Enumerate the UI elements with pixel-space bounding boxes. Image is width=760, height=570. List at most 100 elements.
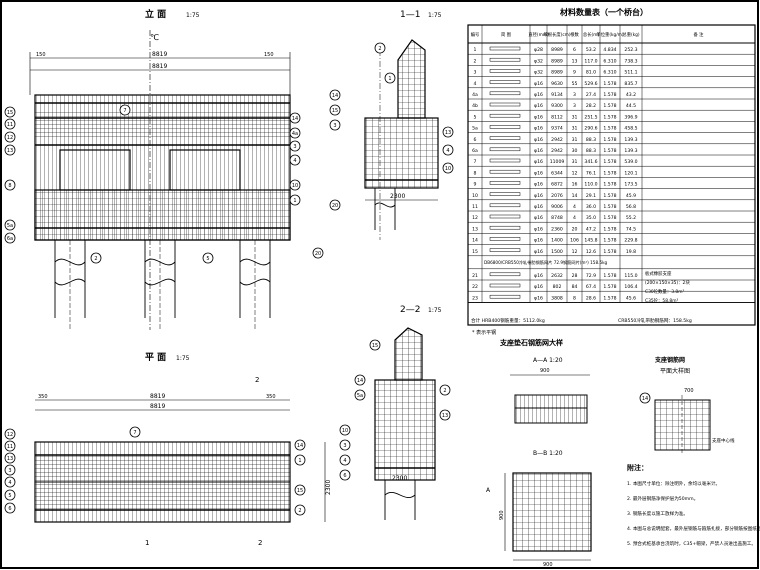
table-cell: 13 bbox=[472, 226, 478, 232]
table-cell: 106 bbox=[570, 238, 579, 244]
table-cell: 6344 bbox=[551, 170, 563, 176]
pad-aa-label: A—A 1:20 bbox=[533, 357, 563, 364]
table-cell: 251.5 bbox=[584, 114, 597, 120]
svg-text:10: 10 bbox=[342, 428, 348, 434]
svg-text:15: 15 bbox=[297, 488, 303, 494]
table-cell: φ16 bbox=[534, 284, 543, 290]
pad-bb-label: B—B 1:20 bbox=[533, 450, 563, 457]
table-cell: φ16 bbox=[534, 295, 543, 301]
notes: 附注： 1. 本图尺寸单位：除注明外，余均以毫米计。2. 最外层钢筋净保护层为5… bbox=[627, 463, 760, 547]
table-cell: 56.8 bbox=[626, 204, 636, 210]
table-cell: 16 bbox=[572, 182, 578, 188]
svg-text:14: 14 bbox=[357, 378, 363, 384]
rebar-sketch bbox=[489, 237, 521, 241]
table-cell: 31 bbox=[572, 137, 578, 143]
rebar-sketch bbox=[489, 57, 521, 62]
pad-dim-top: 900 bbox=[540, 368, 550, 374]
svg-text:3: 3 bbox=[333, 123, 336, 129]
table-cell: 2360 bbox=[551, 226, 563, 232]
table-cell: 11009 bbox=[550, 159, 565, 165]
table-cell: 106.4 bbox=[624, 284, 637, 290]
table-cell: 1.578 bbox=[603, 159, 616, 165]
plan-scale: 1:75 bbox=[176, 355, 190, 362]
table-title: 材料数量表（一个桥台） bbox=[560, 7, 648, 17]
table-side-note: 板式橡胶支座 bbox=[645, 270, 672, 277]
table-cell: 9 bbox=[573, 70, 576, 76]
plan-cut-1: 1 bbox=[145, 539, 149, 547]
svg-text:5: 5 bbox=[8, 493, 11, 499]
svg-text:6: 6 bbox=[343, 473, 346, 479]
elevation-dim-left: 150 bbox=[36, 52, 46, 58]
svg-text:4: 4 bbox=[343, 458, 346, 464]
centerline-mark: ℃ bbox=[150, 33, 159, 42]
rebar-sketch bbox=[489, 283, 521, 288]
table-cell: 1500 bbox=[551, 249, 563, 255]
plan-dim-left: 350 bbox=[38, 394, 48, 400]
table-cell: 115.0 bbox=[624, 273, 637, 279]
rebar-sketch bbox=[489, 192, 521, 196]
table-cell: φ16 bbox=[534, 170, 543, 176]
note-item: 4. 本图与总说明配套，最外层钢筋与箍筋扎接，部分钢筋按图纸位置布设。 bbox=[627, 525, 760, 532]
table-cell: 88.3 bbox=[586, 137, 596, 143]
rebar-sketch bbox=[489, 181, 521, 185]
plan-dim-right: 350 bbox=[266, 394, 276, 400]
table-cell: 1.578 bbox=[603, 193, 616, 199]
table-cell: 55.2 bbox=[626, 215, 636, 221]
svg-text:2: 2 bbox=[298, 508, 301, 514]
table-cell: 28.2 bbox=[586, 103, 596, 109]
elevation-callouts bbox=[4, 104, 324, 264]
table-cell: φ28 bbox=[534, 47, 543, 53]
table-cell: 1.578 bbox=[603, 295, 616, 301]
rebar-sketch bbox=[489, 225, 521, 230]
elevation-dim-top: 8819 bbox=[152, 51, 167, 58]
svg-text:15: 15 bbox=[7, 110, 13, 116]
table-cell: 74.5 bbox=[626, 226, 636, 232]
table-cell: 11 bbox=[472, 204, 478, 210]
table-cell: 835.7 bbox=[624, 81, 637, 87]
elevation-view: 立 面 1:75 ℃ 8819 8819 150 150 bbox=[4, 8, 324, 330]
table-cell: 1.578 bbox=[603, 273, 616, 279]
plan-dim-right-side: 2300 bbox=[325, 480, 332, 495]
table-cell: φ32 bbox=[534, 70, 543, 76]
elevation-dim-right: 150 bbox=[264, 52, 274, 58]
rebar-sketch bbox=[489, 113, 521, 118]
table-cell: 9 bbox=[474, 182, 477, 188]
table-cell: 1.578 bbox=[603, 226, 616, 232]
table-cell: 44.5 bbox=[626, 103, 636, 109]
rebar-sketch bbox=[489, 80, 521, 84]
table-cell: 1.578 bbox=[603, 204, 616, 210]
table-cell: 1.578 bbox=[603, 215, 616, 221]
table-cell: 4 bbox=[573, 215, 576, 221]
table-cell: 6 bbox=[474, 137, 477, 143]
table-cell: φ16 bbox=[534, 249, 543, 255]
rebar-sketch bbox=[489, 158, 521, 163]
table-cell: 4 bbox=[474, 81, 477, 87]
table-cell: 290.6 bbox=[584, 126, 597, 132]
table-cell: 9630 bbox=[551, 81, 563, 87]
table-cell: 20 bbox=[572, 226, 578, 232]
table-cell: 84 bbox=[572, 284, 578, 290]
table-cell: 28 bbox=[572, 273, 578, 279]
table-cell: 120.1 bbox=[624, 170, 637, 176]
svg-text:12: 12 bbox=[7, 432, 13, 438]
section11-title: 1—1 bbox=[400, 10, 420, 20]
table-cell: 511.1 bbox=[624, 70, 637, 76]
table-cell: 529.6 bbox=[584, 81, 597, 87]
section11-dim-bottom: 2300 bbox=[390, 193, 405, 200]
table-cell: 5a bbox=[472, 126, 478, 132]
svg-text:13: 13 bbox=[7, 456, 13, 462]
plan-cut-mark-left: 2 bbox=[255, 376, 259, 384]
table-cell: 252.3 bbox=[624, 47, 637, 53]
svg-text:4: 4 bbox=[446, 148, 449, 154]
pad-detail: 支座垫石钢筋网大样 A—A 1:20 900 B—B 1:20 900 900 … bbox=[486, 338, 592, 568]
svg-text:13: 13 bbox=[7, 148, 13, 154]
table-merged-note: DB6800/CRB550冷轧带肋钢筋网片 72.9钢筋网片(m²) 158.5… bbox=[484, 259, 608, 266]
table-cell: 9374 bbox=[551, 126, 563, 132]
table-cell: 47.2 bbox=[586, 226, 596, 232]
rebar-sketch bbox=[489, 102, 521, 107]
table-cell: 4b bbox=[472, 103, 478, 109]
table-cell: 3 bbox=[573, 92, 576, 98]
